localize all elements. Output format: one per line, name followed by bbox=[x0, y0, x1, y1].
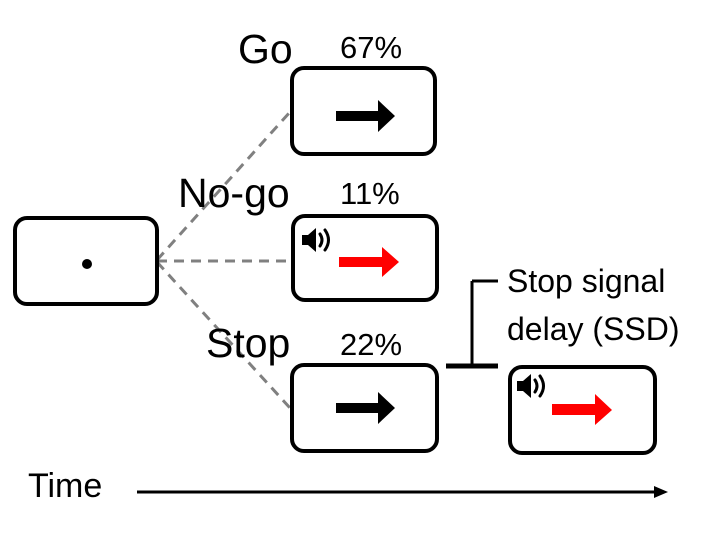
time-arrow bbox=[137, 486, 668, 498]
stop-signal-screen bbox=[508, 365, 657, 455]
black-arrow-right-icon bbox=[336, 392, 395, 424]
time-label: Time bbox=[28, 467, 102, 505]
ssd-bracket bbox=[446, 279, 498, 369]
stop-label: Stop bbox=[206, 320, 290, 366]
go-label: Go bbox=[238, 26, 293, 72]
connector-lines bbox=[155, 110, 292, 410]
go-trial: Go 67% bbox=[238, 26, 437, 156]
ssd-label-line2: delay (SSD) bbox=[507, 311, 680, 347]
go-percent: 67% bbox=[340, 30, 402, 65]
red-arrow-right-icon bbox=[339, 247, 399, 277]
stop-trial: Stop 22% bbox=[206, 320, 439, 453]
ssd-label-line1: Stop signal bbox=[507, 263, 665, 299]
red-arrow-right-icon bbox=[552, 394, 612, 425]
nogo-label: No-go bbox=[178, 170, 290, 216]
black-arrow-right-icon bbox=[336, 100, 395, 132]
fixation-screen bbox=[13, 216, 159, 306]
fixation-dot-icon bbox=[82, 259, 92, 269]
stop-percent: 22% bbox=[340, 327, 402, 362]
nogo-trial: No-go 11% bbox=[178, 170, 439, 302]
nogo-percent: 11% bbox=[340, 176, 400, 211]
